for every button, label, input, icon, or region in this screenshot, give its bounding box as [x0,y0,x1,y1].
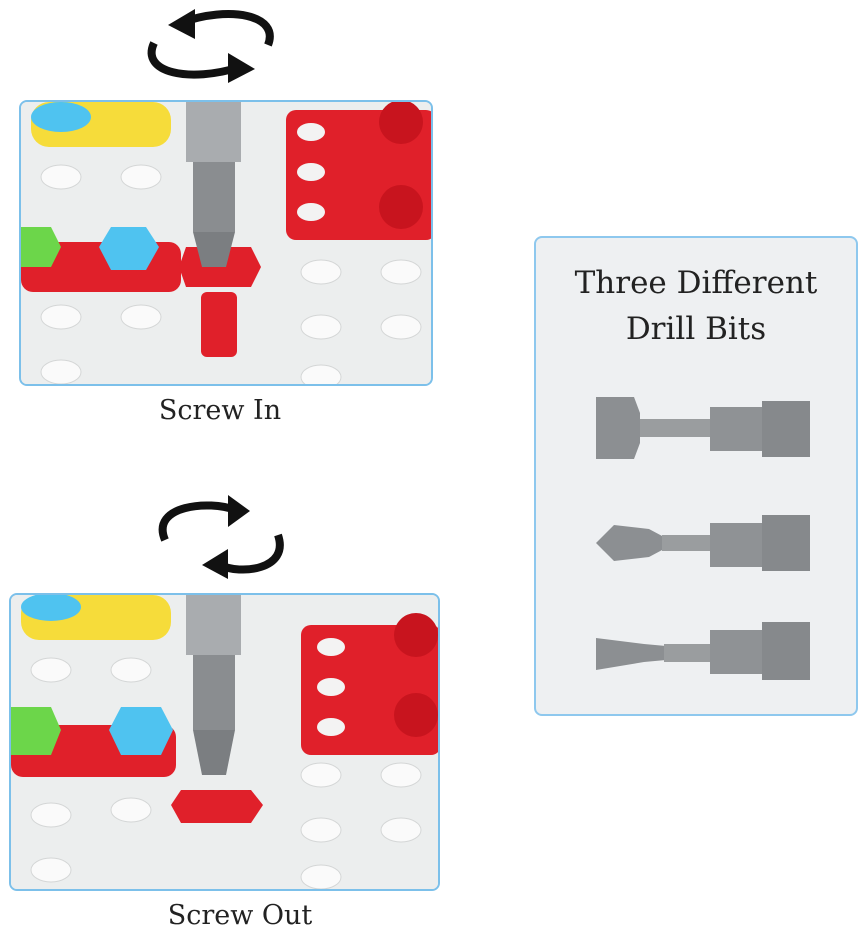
title-line-1: Three Different [574,265,818,301]
screw-in-label: Screw In [158,395,282,426]
screw-in-photo [19,100,433,386]
screw-out-photo [9,593,440,891]
rotate-counterclockwise-icon [158,495,284,579]
title-line-2: Drill Bits [625,311,767,347]
flat-bit-icon [596,622,810,680]
hex-bit-icon [596,397,810,459]
phillips-bit-icon [596,515,810,571]
rotate-clockwise-icon [147,9,274,83]
drill-bits-title: Three Different Drill Bits [536,260,856,352]
drill-bits-panel: Three Different Drill Bits [534,236,858,716]
screw-out-label: Screw Out [167,900,313,931]
